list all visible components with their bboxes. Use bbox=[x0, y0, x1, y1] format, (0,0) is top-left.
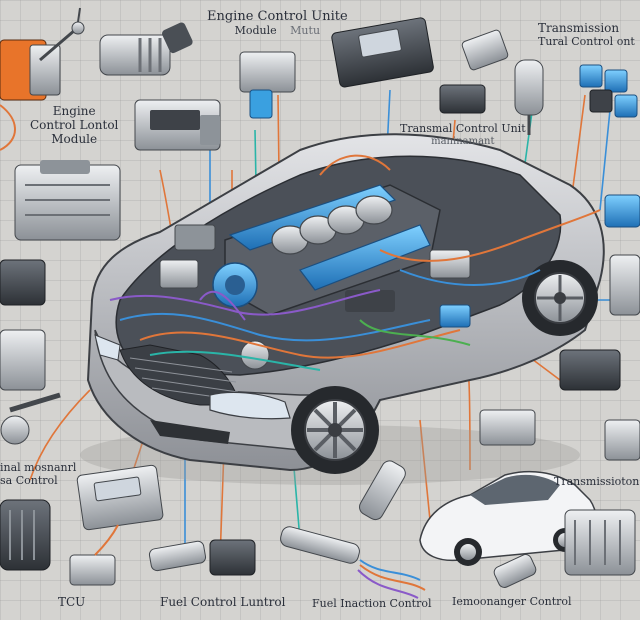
sensor-bottom-middle bbox=[359, 460, 406, 521]
sensor-bottom-right-small bbox=[493, 554, 537, 588]
label-left-bottom-line2: sa Control bbox=[0, 473, 58, 487]
coil-pack-top bbox=[99, 22, 193, 76]
label-trans-top-line1: Transmission bbox=[538, 21, 620, 35]
label-transmission-top-right: Transmission Tural Control ont bbox=[538, 21, 635, 48]
label-tcu-bottom: TCU bbox=[58, 595, 86, 609]
component-bottom-left-motor bbox=[0, 499, 51, 571]
label-trans-top-line2: Tural Control ont bbox=[538, 34, 635, 48]
engine-block-component-left bbox=[14, 160, 121, 241]
label-transmission-right: Transmissioton bbox=[554, 475, 640, 488]
engine-wiring bbox=[109, 154, 601, 371]
label-ecu-top-line1: Engine Control Unite bbox=[207, 9, 348, 24]
tcu-box-bottom bbox=[69, 464, 164, 586]
injector-bottom-center bbox=[280, 526, 426, 599]
label-tcu-center-line1: Transmal Control Unit bbox=[400, 122, 526, 135]
component-right-edge bbox=[609, 254, 640, 316]
label-ecu-left-line1: Engine bbox=[52, 104, 96, 118]
ecu-module-left bbox=[134, 99, 221, 151]
transmission-part-bottom-right bbox=[479, 349, 640, 576]
label-engine-control-unit-top: Engine Control Unite Module Mutu bbox=[207, 9, 348, 38]
orange-connector-module bbox=[0, 39, 61, 151]
ecu-module-top bbox=[331, 17, 434, 88]
label-transmission-control-unit-center: Transmal Control Unit maninamant bbox=[400, 122, 526, 147]
label-immobilizer-control: Iemoonanger Control bbox=[452, 595, 572, 608]
sensor-bottom-center-left bbox=[148, 539, 256, 576]
connector-cluster-top bbox=[239, 51, 296, 119]
label-ecu-left-line2: Control Lontol bbox=[30, 117, 119, 132]
blue-connector-modules-right bbox=[579, 64, 640, 228]
sensor-cylinder-right bbox=[514, 59, 544, 135]
label-left-bottom-control: inal mosnanrl sa Control bbox=[0, 461, 77, 487]
label-tcu-center-line2: maninamant bbox=[431, 135, 495, 147]
sensor-probe-top-left bbox=[39, 7, 85, 62]
label-ecu-top-line2-row: Module Mutu bbox=[207, 23, 348, 38]
label-ecu-top-line2: Module bbox=[234, 23, 277, 37]
label-fuel-control: Fuel Control Luntrol bbox=[160, 595, 286, 609]
label-ecu-top-line2b: Mutu bbox=[290, 23, 321, 37]
label-ecu-left-line3: Module bbox=[51, 131, 98, 146]
label-engine-control-module-left: Engine Control Lontol Module bbox=[30, 104, 119, 146]
label-fuel-injection-control: Fuel Inaction Control bbox=[312, 597, 432, 610]
component-left-mid bbox=[0, 259, 61, 445]
label-left-bottom-line1: inal mosnanrl bbox=[0, 461, 77, 474]
small-car-illustration bbox=[419, 470, 597, 566]
actuator-top-right bbox=[439, 29, 509, 114]
